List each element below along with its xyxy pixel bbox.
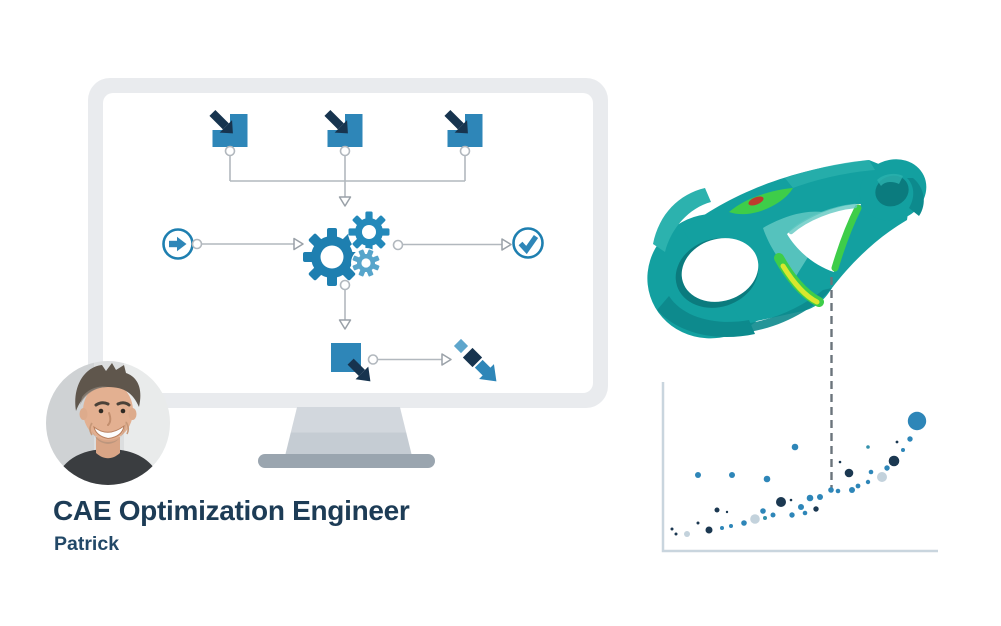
- arrowhead-down-icon: [338, 319, 352, 330]
- scatter-plot: [661, 277, 938, 553]
- file-export-icon: [331, 343, 371, 382]
- scatter-point: [907, 436, 913, 442]
- scatter-point: [866, 445, 870, 449]
- scatter-point: [791, 443, 799, 451]
- scatter-point: [855, 483, 861, 489]
- arrowhead-down-icon: [338, 196, 352, 207]
- fea-model-illustration: [647, 159, 927, 339]
- scatter-point: [760, 508, 766, 514]
- file-import-icon: [444, 109, 483, 147]
- scatter-point: [865, 479, 871, 485]
- scatter-point: [720, 526, 724, 530]
- connector-circle: [367, 354, 379, 365]
- connector-circle: [191, 238, 203, 250]
- scatter-points: [670, 411, 927, 537]
- scatter-point: [729, 524, 733, 528]
- scatter-point: [763, 475, 771, 483]
- scatter-point: [750, 514, 760, 524]
- scatter-point: [895, 440, 899, 444]
- scatter-point: [695, 472, 701, 478]
- scatter-point: [789, 512, 795, 518]
- scatter-point: [776, 497, 786, 507]
- scatter-point: [670, 527, 674, 531]
- scatter-point: [741, 520, 747, 526]
- scatter-point: [684, 531, 690, 537]
- connector-circle: [339, 279, 351, 291]
- connector-circle: [459, 145, 471, 157]
- gears-icon: [303, 211, 390, 286]
- scatter-point: [725, 510, 729, 514]
- scatter-point: [674, 532, 678, 536]
- scatter-point: [901, 448, 905, 452]
- scatter-point: [729, 472, 735, 478]
- person-name: Patrick: [54, 533, 120, 555]
- scatter-point: [844, 468, 854, 478]
- connector-circle: [224, 145, 236, 157]
- check-icon: [518, 235, 539, 255]
- scatter-point: [907, 411, 927, 431]
- scatter-point: [789, 498, 793, 502]
- file-import-icon: [324, 109, 363, 147]
- play-arrow-icon: [169, 236, 187, 252]
- arrowhead-right-icon: [441, 353, 452, 366]
- scatter-point: [888, 455, 900, 467]
- connector-circle: [339, 145, 351, 157]
- scatter-point: [813, 506, 819, 512]
- scatter-point: [835, 488, 841, 494]
- scatter-point: [817, 494, 823, 500]
- scatter-point: [884, 465, 890, 471]
- results-arrow-icon: [453, 338, 497, 382]
- scatter-point: [798, 504, 804, 510]
- scatter-point: [877, 472, 887, 482]
- scatter-point: [770, 512, 776, 518]
- scatter-point: [838, 460, 842, 464]
- monitor-base: [258, 454, 435, 468]
- scatter-point: [714, 507, 720, 513]
- flow-line: [229, 155, 466, 197]
- scatter-point: [806, 494, 814, 502]
- scatter-point: [868, 469, 874, 475]
- file-import-icon: [209, 109, 248, 147]
- arrowhead-right-icon: [501, 238, 512, 251]
- scatter-point: [828, 487, 834, 493]
- scatter-point: [802, 510, 808, 516]
- arrowhead-right-icon: [293, 237, 304, 251]
- axes: [661, 382, 938, 553]
- role-title: CAE Optimization Engineer: [53, 495, 410, 526]
- success-node-icon: [512, 227, 544, 259]
- workflow-diagram: [162, 109, 544, 382]
- connector-circle: [392, 239, 404, 251]
- monitor-stand: [285, 407, 412, 456]
- avatar: [46, 361, 170, 485]
- scatter-point: [705, 526, 713, 534]
- scatter-point: [696, 521, 700, 525]
- scatter-point: [763, 516, 767, 520]
- scatter-point: [849, 487, 855, 493]
- avatar-illustration: [46, 361, 170, 485]
